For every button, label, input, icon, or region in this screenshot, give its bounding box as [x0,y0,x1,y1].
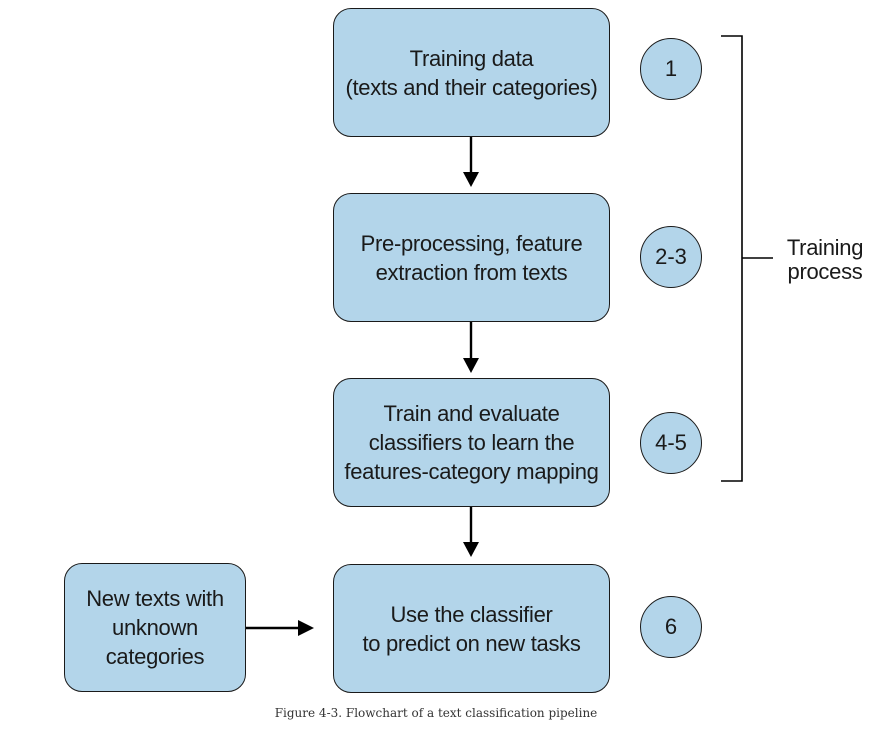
training-process-bracket [721,35,773,482]
step-box-text: Training data [409,45,534,71]
input-box-text: New texts with [86,586,224,611]
step-badge-text: 2-3 [655,244,687,269]
training-process-label-line: process [787,259,863,284]
step-box-preprocessing: Pre-processing, feature extraction from … [333,193,610,322]
arrow-step1-to-step2 [463,137,479,187]
step-box-text: extraction from texts [375,259,568,285]
input-box-text: categories [105,644,205,669]
step-box-training-data: Training data (texts and their categorie… [333,8,610,137]
step-badge-6: 6 [640,596,702,658]
step-badge-text: 6 [664,614,678,639]
arrow-step2-to-step3 [463,322,479,373]
step-box-text: Pre-processing, feature [360,230,583,256]
step-box-use-classifier: Use the classifier to predict on new tas… [333,564,610,693]
step-box-text: (texts and their categories) [345,74,598,100]
arrow-step3-to-step4 [463,507,479,557]
step-box-text: classifiers to learn the [368,430,575,455]
figure-caption: Figure 4-3. Flowchart of a text classifi… [274,706,598,720]
step-box-text: Train and evaluate [383,401,560,426]
step-box-train-evaluate: Train and evaluate classifiers to learn … [333,378,610,507]
input-box-text: unknown [112,615,198,640]
step-badge-text: 1 [664,56,678,81]
step-box-text: Use the classifier [390,601,553,627]
training-process-label-line: Training [786,235,864,260]
step-badge-4-5: 4-5 [640,412,702,474]
step-badge-2-3: 2-3 [640,226,702,288]
arrow-input-to-step4 [246,620,314,636]
input-box-new-texts: New texts with unknown categories [64,563,246,692]
step-box-text: to predict on new tasks [362,630,581,656]
training-process-label: Training process [776,236,872,284]
step-box-text: features-category mapping [344,459,599,484]
step-badge-text: 4-5 [655,430,687,455]
step-badge-1: 1 [640,38,702,100]
